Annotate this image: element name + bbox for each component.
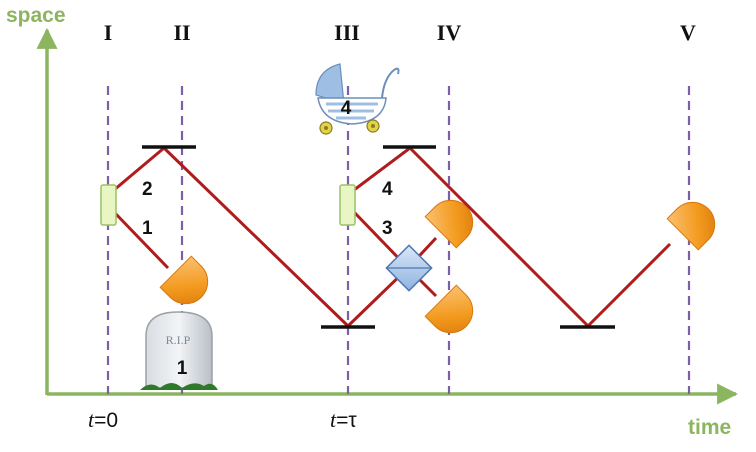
label-photon-4: 4 [382,179,393,200]
photon-path-2 [113,146,410,328]
x-axis-label: time [688,416,731,439]
photon-path-4 [353,146,672,328]
time-mark-zero: t=0 [88,407,118,432]
stage-labels: I II III IV V [104,20,696,45]
axes: space time [6,4,739,439]
tombstone-number: 1 [177,358,188,379]
time-mark-tau: t=τ [330,407,357,432]
stroller: 4 [315,63,400,135]
detector-ii [159,255,209,305]
detector-iv-lower [424,284,474,334]
label-photon-1: 1 [142,218,153,239]
path-labels: 2 1 4 3 [142,179,393,239]
stage-label-iv: IV [437,20,462,45]
photon-source-right [339,184,356,226]
mirrors [142,145,615,329]
stage-label-iii: III [334,20,360,45]
detector-iv-upper [424,199,474,249]
y-axis-label: space [6,4,66,27]
stage-label-i: I [104,20,113,45]
photon-path-1 [112,210,170,270]
time-marks: t=0 t=τ [88,407,357,432]
photon-source-left [100,184,117,226]
stroller-number: 4 [341,98,352,119]
tombstone: R.I.P 1 [140,311,218,390]
beam-splitter [385,244,433,292]
stage-label-ii: II [173,20,190,45]
tombstone-text: R.I.P [166,333,191,347]
detector-v [666,201,716,251]
label-photon-2: 2 [142,179,153,200]
stage-label-v: V [680,20,696,45]
label-photon-3: 3 [382,218,393,239]
